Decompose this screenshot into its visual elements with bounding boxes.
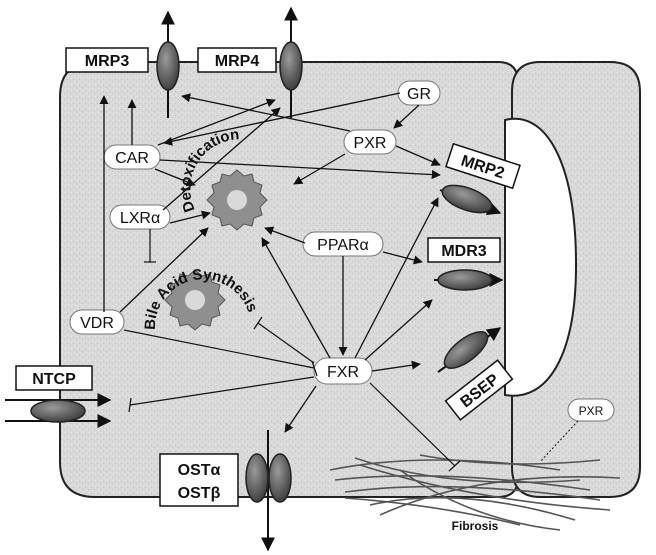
bile-acid-synthesis-gear-icon	[164, 269, 226, 331]
svg-text:PPARα: PPARα	[317, 237, 369, 254]
mrp4-transporter	[279, 6, 303, 118]
svg-text:LXRα: LXRα	[120, 210, 160, 227]
bile-canaliculus	[504, 117, 578, 397]
ost-beta-label: OSTβ	[178, 485, 221, 502]
ost-transporter	[245, 430, 292, 552]
ost-alpha-label: OSTα	[178, 462, 221, 479]
stellate-pxr-link	[539, 420, 579, 463]
svg-text:VDR: VDR	[80, 315, 114, 332]
mdr3-label: MDR3	[441, 243, 486, 260]
svg-text:GR: GR	[407, 86, 431, 103]
mrp3-label: MRP3	[85, 53, 130, 70]
mdr3-label-box: MDR3	[427, 237, 501, 263]
stellate-pxr-node: PXR	[567, 398, 615, 422]
svg-text:FXR: FXR	[327, 364, 359, 381]
ntcp-transporter	[5, 393, 112, 428]
svg-text:PXR: PXR	[579, 404, 604, 418]
ntcp-label: NTCP	[32, 371, 76, 388]
mrp4-label: MRP4	[215, 53, 260, 70]
activation-arrows	[99, 92, 441, 433]
mrp4-label-box: MRP4	[197, 47, 277, 73]
mdr3-transporter	[434, 269, 504, 291]
vdr-node: VDR	[69, 309, 125, 335]
detoxification-gear-icon	[206, 169, 268, 231]
svg-text:PXR: PXR	[354, 135, 387, 152]
ost-label-box: OSTα OSTβ	[159, 453, 239, 507]
gr-node: GR	[397, 80, 441, 106]
ppar-node: PPARα	[302, 231, 384, 257]
fibrosis-fibers	[329, 454, 621, 531]
fibrosis-label: Fibrosis	[452, 519, 499, 533]
pxr-node: PXR	[343, 129, 397, 155]
car-node: CAR	[103, 144, 161, 170]
mrp2-transporter	[439, 184, 502, 216]
svg-text:CAR: CAR	[115, 150, 149, 167]
lxr-node: LXRα	[109, 204, 171, 230]
fxr-node: FXR	[313, 357, 373, 385]
ntcp-label-box: NTCP	[15, 365, 93, 391]
inhibition-lines	[123, 229, 461, 472]
mrp3-transporter	[156, 10, 180, 118]
mrp3-label-box: MRP3	[65, 47, 149, 73]
bsep-transporter	[437, 327, 502, 373]
